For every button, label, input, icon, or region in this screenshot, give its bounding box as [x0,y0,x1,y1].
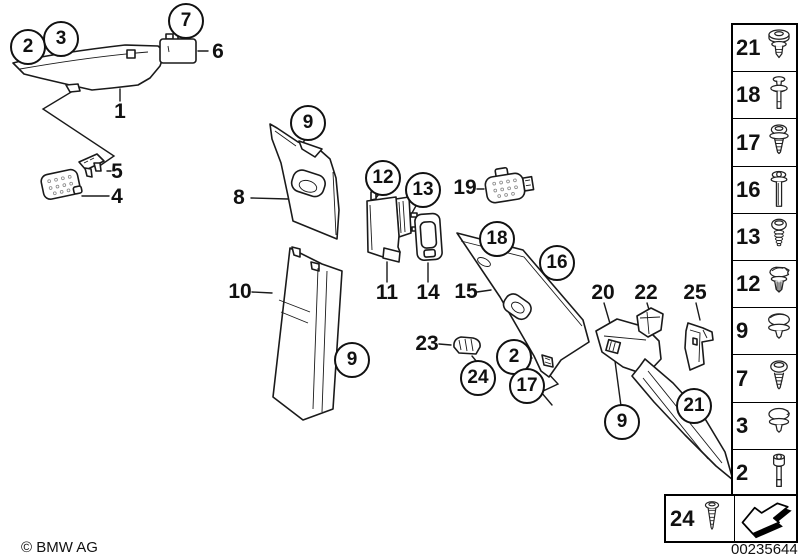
part-label-5[interactable]: 5 [111,160,123,183]
flange-clip-icon [768,407,790,433]
part-label-14[interactable]: 14 [416,281,440,304]
callout-17[interactable]: 17 [509,368,545,404]
part-label-19[interactable]: 19 [453,176,477,199]
fastener-number: 21 [736,35,761,61]
fastener-legend-column: 21 18 17 [731,23,798,498]
fastener-item-12[interactable]: 12 [733,261,796,309]
part-b-pillar-lower-trim [272,246,343,421]
spreader-clip-icon [769,266,790,293]
callout-number: 24 [467,367,489,388]
fastener-number: 7 [736,365,749,391]
callout-number: 12 [372,167,394,188]
part-label-22[interactable]: 22 [634,281,658,304]
fastener-number: 17 [736,129,761,155]
fastener-item-17[interactable]: 17 [733,119,796,167]
callout-number: 16 [546,252,568,273]
callout-number: 9 [616,411,628,432]
part-frame-14 [414,212,443,262]
fastener-item-16[interactable]: 16 [733,167,796,214]
dome-clip-icon [768,313,790,340]
callout-12[interactable]: 12 [365,160,401,196]
callout-2-a-pillar[interactable]: 2 [10,29,46,65]
pin-rivet-icon [770,76,788,110]
callout-number: 13 [412,179,434,200]
callout-number: 17 [516,375,538,396]
callout-number: 2 [22,36,34,57]
copyright-text: © BMW AG [21,539,98,556]
part-label-20[interactable]: 20 [591,281,615,304]
callout-number: 2 [508,346,520,367]
part-label-4[interactable]: 4 [111,185,123,208]
fastener-item-13[interactable]: 13 [733,214,796,262]
bottom-legend-boxes: 24 [664,494,798,543]
fastener-item-21[interactable]: 21 [733,25,796,73]
part-lamp-front [40,168,83,200]
callout-16[interactable]: 16 [539,245,575,281]
tapping-screw-icon [704,500,720,530]
fastener-item-2[interactable]: 2 [733,450,796,496]
socket-cap-screw-icon [773,453,785,487]
fastener-number: 3 [736,412,749,438]
part-a-pillar-trim [12,44,166,93]
fastener-number: 16 [736,176,761,202]
direction-arrow-cell [735,496,796,541]
part-label-10[interactable]: 10 [228,280,252,303]
callout-3[interactable]: 3 [43,21,79,57]
callout-21[interactable]: 21 [676,388,712,424]
washer-screw-icon [769,123,789,154]
fastener-item-18[interactable]: 18 [733,72,796,120]
direction-arrow-icon [741,501,792,538]
callout-9-d-pillar[interactable]: 9 [604,404,640,440]
callout-13[interactable]: 13 [405,172,441,208]
callout-7[interactable]: 7 [168,3,204,39]
part-label-6[interactable]: 6 [212,40,224,63]
part-bracket-22 [636,307,664,338]
part-label-25[interactable]: 25 [683,281,707,304]
part-clip-strip [78,153,105,178]
callout-number: 21 [683,395,705,416]
callout-number: 3 [55,28,67,49]
diagram-number: 00235644 [731,541,798,558]
callout-number: 7 [180,10,192,31]
callout-number: 9 [346,349,358,370]
fastener-number: 2 [736,459,749,485]
fastener-item-7[interactable]: 7 [733,355,796,403]
round-head-screw-icon [770,359,788,389]
fastener-number: 24 [670,505,695,531]
part-clip-23 [453,336,481,355]
fastener-number: 9 [736,318,749,344]
callout-number: 18 [486,228,508,249]
part-b-pillar-upper-trim [269,123,340,240]
part-module [159,32,197,64]
part-label-8[interactable]: 8 [233,186,245,209]
fastener-number: 18 [736,82,761,108]
fastener-item-3[interactable]: 3 [733,403,796,450]
pan-head-screw-icon [771,218,787,247]
part-label-23[interactable]: 23 [415,332,439,355]
fastener-number: 13 [736,223,761,249]
part-bracket-25 [684,322,714,371]
part-label-11[interactable]: 11 [375,281,399,304]
callout-number: 9 [302,112,314,133]
callout-24[interactable]: 24 [460,360,496,396]
fastener-item-24[interactable]: 24 [666,496,735,541]
callout-9-b-pillar-lower[interactable]: 9 [334,342,370,378]
part-label-1[interactable]: 1 [114,100,126,123]
expanding-rivet-icon [768,29,790,59]
fastener-item-9[interactable]: 9 [733,308,796,356]
part-lamp-rear [484,166,535,204]
part-label-15[interactable]: 15 [454,280,478,303]
callout-9-b-pillar-top[interactable]: 9 [290,105,326,141]
callout-18[interactable]: 18 [479,221,515,257]
fastener-number: 12 [736,271,761,297]
flange-screw-icon [770,170,788,207]
